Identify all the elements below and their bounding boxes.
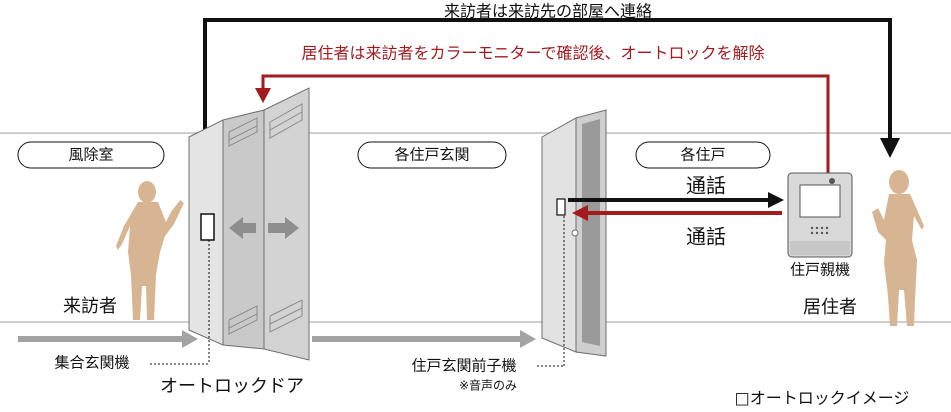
monitor-unit bbox=[787, 172, 853, 258]
auto-lock-door bbox=[188, 87, 310, 361]
talk-arrowhead-left bbox=[572, 205, 588, 221]
unit-door bbox=[541, 109, 607, 357]
top-caption: 来訪者は来訪先の部屋へ連絡 bbox=[444, 2, 652, 21]
door-open-arrow-right bbox=[268, 217, 299, 239]
resident-figure bbox=[872, 170, 924, 326]
collective-intercom-label: 集合玄関機 bbox=[54, 354, 129, 372]
door-intercom-label: 住戸玄関前子機 bbox=[411, 357, 516, 375]
auto-lock-door-label: オートロックドア bbox=[160, 376, 304, 397]
zone-vestibule-label: 風除室 bbox=[68, 146, 113, 164]
zone-entrance-label: 各住戸玄関 bbox=[394, 146, 469, 164]
black-call-path bbox=[203, 18, 892, 228]
monitor-label: 住戸親機 bbox=[790, 261, 850, 279]
talk-arrowhead-right bbox=[768, 192, 784, 208]
flow-arrow-to-unit bbox=[312, 330, 536, 348]
red-unlock-path bbox=[261, 74, 830, 174]
legend-label: □オートロックイメージ bbox=[735, 389, 910, 408]
red-arrowhead-down bbox=[255, 88, 271, 103]
red-caption: 居住者は来訪者をカラーモニターで確認後、オートロックを解除 bbox=[301, 44, 764, 63]
zone-unit-label: 各住戸 bbox=[680, 146, 725, 164]
zone-entrance: 各住戸玄関 bbox=[357, 141, 507, 169]
flow-arrow-to-door bbox=[18, 330, 198, 348]
door-open-arrow-left bbox=[229, 217, 256, 239]
resident-label: 居住者 bbox=[803, 297, 857, 318]
talk-label-1: 通話 bbox=[686, 174, 726, 198]
zone-unit: 各住戸 bbox=[635, 141, 771, 169]
door-intercom-note: ※音声のみ bbox=[459, 378, 517, 393]
visitor-figure bbox=[116, 181, 184, 320]
visitor-label: 来訪者 bbox=[63, 296, 117, 317]
black-arrowhead-down bbox=[880, 138, 900, 158]
zone-vestibule: 風除室 bbox=[17, 141, 165, 169]
talk-label-2: 通話 bbox=[686, 225, 726, 249]
